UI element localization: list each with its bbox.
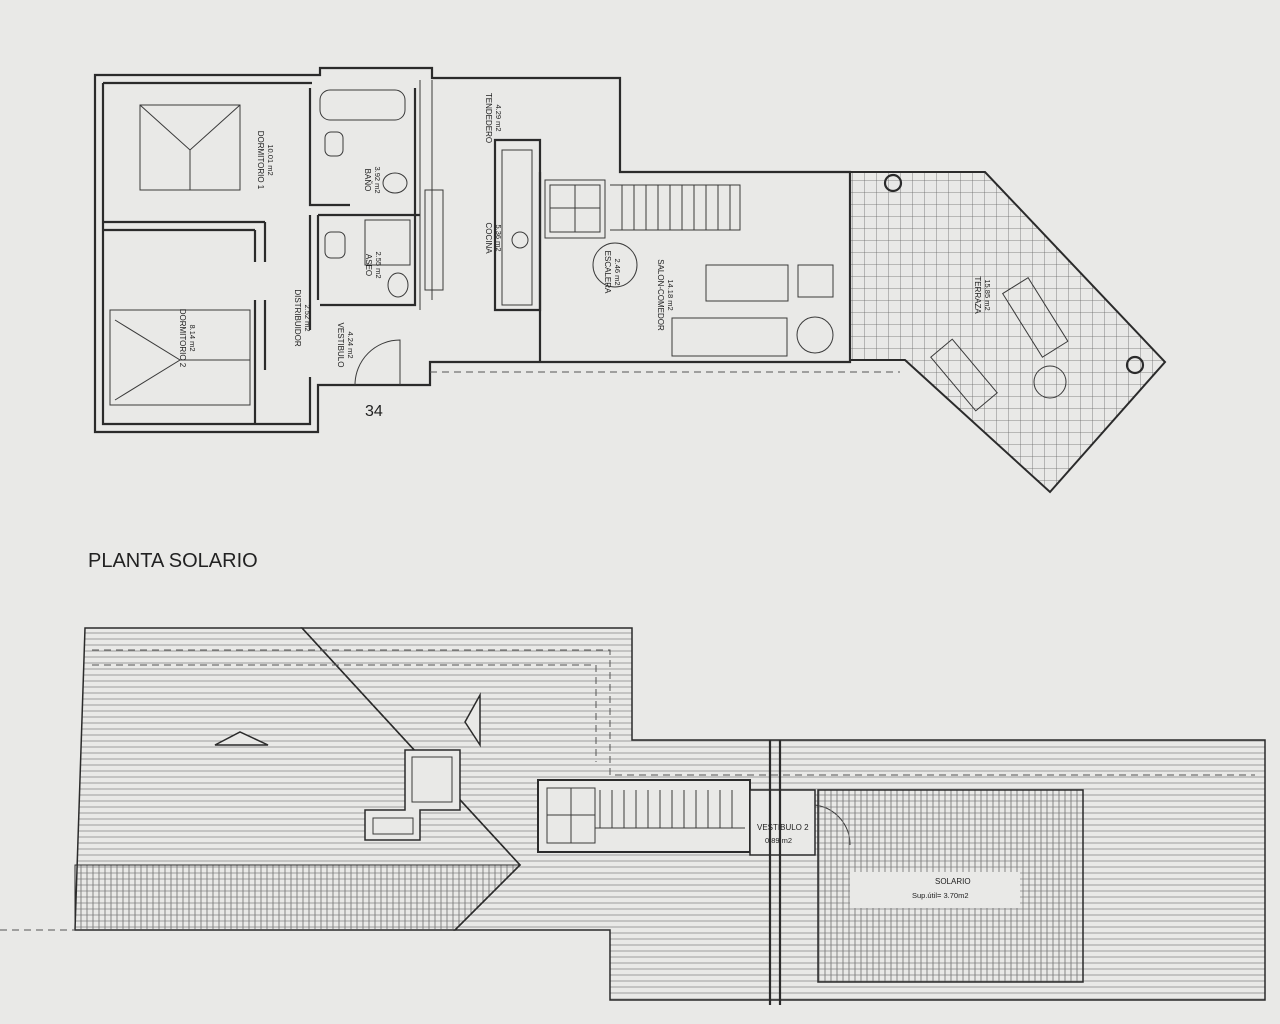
ground-floor-plan [93, 66, 1167, 494]
room-tendedero: TENDEDERO 4.29 m2 [484, 93, 503, 143]
room-terraza: TERRAZA 15.85 m2 [973, 276, 992, 314]
room-name: SALON-COMEDOR [656, 259, 665, 331]
room-area: 4.29 m2 [494, 104, 503, 131]
room-name: ASEO [364, 254, 373, 276]
room-name: ESCALERA [603, 251, 612, 294]
room-name: TERRAZA [973, 276, 982, 314]
room-area: 14.18 m2 [666, 279, 675, 310]
solarium-floor-plan [0, 627, 1266, 1005]
room-name: DORMITORIO 1 [256, 131, 265, 190]
room-area: 10.01 m2 [266, 144, 275, 175]
room-distribuidor: DISTRIBUIDOR 2.52 m2 [293, 289, 312, 347]
room-area: 0.89 m2 [765, 836, 792, 845]
plan-title: PLANTA SOLARIO [88, 550, 258, 572]
room-area: 3.92 m2 [373, 166, 382, 193]
room-name: SOLARIO [935, 877, 971, 886]
room-name: BAÑO [363, 169, 372, 192]
room-escalera: ESCALERA 2.46 m2 [603, 251, 622, 294]
room-salon-comedor: SALON-COMEDOR 14.18 m2 [656, 259, 675, 331]
room-area: 2.46 m2 [613, 258, 622, 285]
unit-number: 34 [365, 403, 383, 420]
room-name: VESTIBULO 2 [757, 823, 809, 832]
room-name: VESTIBULO [336, 323, 345, 368]
room-vestibulo: VESTIBULO 4.24 m2 [336, 323, 355, 368]
room-aseo: ASEO 2.55 m2 [364, 251, 383, 278]
room-area: 15.85 m2 [983, 279, 992, 310]
room-name: DISTRIBUIDOR [293, 289, 302, 347]
room-area: 8.14 m2 [188, 324, 197, 351]
room-cocina: COCINA 5.36 m2 [484, 222, 503, 254]
room-dormitorio-1: DORMITORIO 1 10.01 m2 [256, 131, 275, 190]
room-area: 5.36 m2 [494, 224, 503, 251]
room-name: TENDEDERO [484, 93, 493, 143]
room-name: COCINA [484, 222, 493, 254]
room-bano: BAÑO 3.92 m2 [363, 166, 382, 193]
room-name: DORMITORIO 2 [178, 309, 187, 368]
room-area: 2.52 m2 [303, 304, 312, 331]
solario-label: SOLARIO Sup.útil= 3.70m2 [912, 877, 971, 900]
room-area: 4.24 m2 [346, 331, 355, 358]
room-area: Sup.útil= 3.70m2 [912, 891, 969, 900]
room-dormitorio-2: DORMITORIO 2 8.14 m2 [178, 309, 197, 368]
room-area: 2.55 m2 [374, 251, 383, 278]
vestibulo-2-label: VESTIBULO 2 0.89 m2 [757, 823, 809, 845]
room-labels: DORMITORIO 1 10.01 m2 DORMITORIO 2 8.14 … [178, 93, 992, 368]
